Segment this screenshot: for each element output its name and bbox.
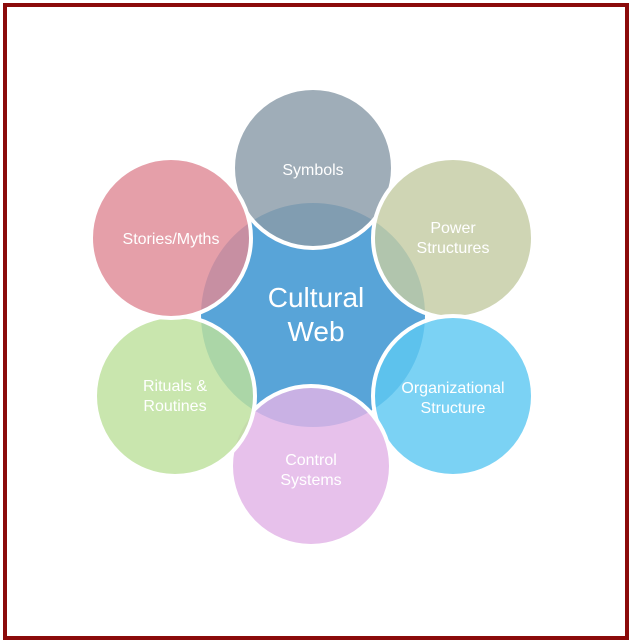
center-label-line2: Web xyxy=(287,316,344,347)
node-label-control-systems-line1: Control xyxy=(285,452,337,469)
node-circle-rituals-routines xyxy=(93,314,257,478)
node-label-control-systems-line2: Systems xyxy=(280,472,341,489)
node-label-organizational-structure-line2: Structure xyxy=(421,400,486,417)
node-label-organizational-structure-line1: Organizational xyxy=(401,380,504,397)
node-circle-control-systems xyxy=(229,384,393,548)
node-label-power-structures-line2: Structures xyxy=(417,240,490,257)
node-circle-organizational-structure xyxy=(371,314,535,478)
center-label-line1: Cultural xyxy=(268,282,364,313)
node-label-rituals-routines-line2: Routines xyxy=(143,398,206,415)
center-circle xyxy=(201,203,425,427)
node-label-stories-myths-line1: Stories/Myths xyxy=(123,231,220,248)
node-label-power-structures-line1: Power xyxy=(430,220,476,237)
node-label-rituals-routines-line1: Rituals & xyxy=(143,378,207,395)
node-circle-symbols xyxy=(231,86,395,250)
node-circle-stories-myths xyxy=(89,156,253,320)
node-circle-power-structures xyxy=(371,156,535,320)
node-label-symbols-line1: Symbols xyxy=(282,162,343,179)
